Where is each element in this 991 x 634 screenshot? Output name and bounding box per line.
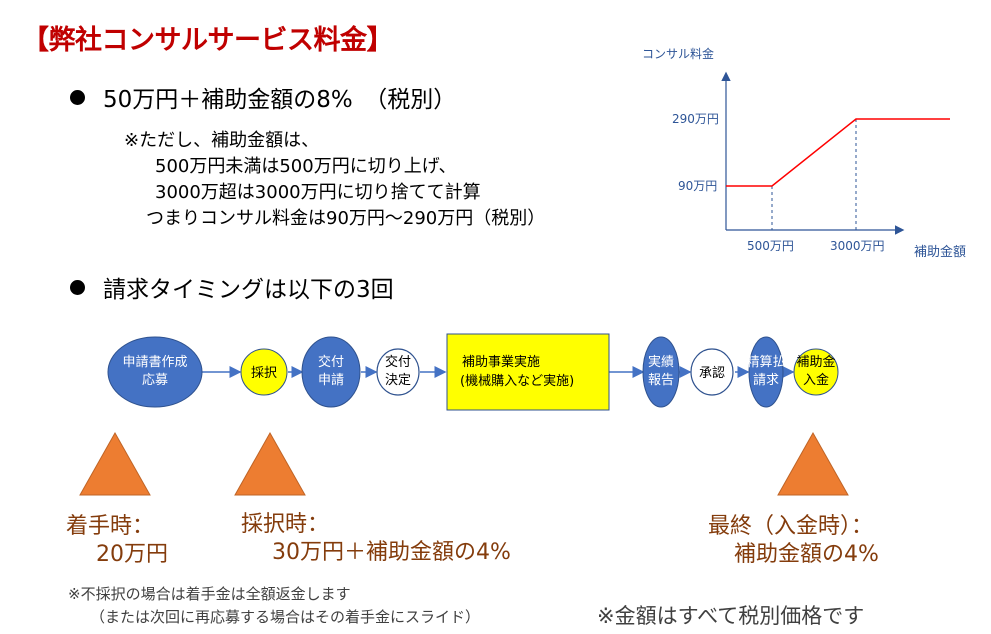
payment-third-label: 最終（入金時）： <box>708 514 874 539</box>
flow-step-approval: 承認 <box>690 348 734 396</box>
flow-step-report-line2: 報告 <box>648 373 674 388</box>
chart-ylabel: コンサル料金 <box>642 46 714 61</box>
chart-ytick-290: 290万円 <box>672 112 719 126</box>
payment-second-amount: 30万円＋補助金額の4% <box>272 540 511 565</box>
triangle-marker-icon <box>777 431 849 496</box>
flow-step-payment-line1: 補助金 <box>796 354 835 370</box>
flow-step-application-line2: 応募 <box>142 373 168 388</box>
flow-step-grant-decision-line1: 交付 <box>385 354 411 370</box>
chart-xtick-500: 500万円 <box>747 239 794 253</box>
flow-step-grant-application-line1: 交付 <box>318 354 344 370</box>
bullet-fee: 50万円＋補助金額の8% （税別） <box>70 80 456 114</box>
chart-fee-line <box>726 118 950 187</box>
flow-step-adoption-label: 採択 <box>251 366 277 381</box>
payment-second-label: 採択時： <box>241 512 330 537</box>
bullet-fee-text: 50万円＋補助金額の8% （税別） <box>103 87 457 113</box>
bullet-timing: 請求タイミングは以下の3回 <box>70 270 394 304</box>
payment-first-label: 着手時： <box>66 514 155 539</box>
payment-third-amount: 補助金額の4% <box>734 542 879 567</box>
note-line-3: 3000万超は3000万円に切り捨てて計算 <box>155 182 481 203</box>
flow-step-report: 実績 報告 <box>642 336 680 408</box>
flow-step-grant-application-line2: 申請 <box>318 373 344 388</box>
flow-step-report-line1: 実績 <box>648 354 674 370</box>
page-title: 【弊社コンサルサービス料金】 <box>22 25 394 56</box>
flow-step-implementation-line2: (機械購入など実施) <box>460 373 574 389</box>
footnote-refund: ※不採択の場合は着手金は全額返金します <box>68 585 351 603</box>
note-line-1: ※ただし、補助金額は、 <box>124 130 320 151</box>
flow-step-implementation-line1: 補助事業実施 <box>462 354 540 370</box>
payment-first-amount: 20万円 <box>96 542 168 567</box>
flow-step-application-line1: 申請書作成 <box>122 355 187 370</box>
bullet-dot-icon <box>70 280 85 295</box>
flow-step-application: 申請書作成 応募 <box>107 336 203 408</box>
flow-step-settlement-line1: 精算払 <box>746 355 785 370</box>
footnote-tax: ※金額はすべて税別価格です <box>597 604 865 628</box>
flow-step-adoption: 採択 <box>240 348 288 396</box>
bullet-dot-icon <box>70 90 85 105</box>
triangle-marker-icon <box>79 431 151 496</box>
flow-step-grant-decision-line2: 決定 <box>385 373 411 388</box>
flow-step-settlement-line2: 請求 <box>753 373 779 388</box>
chart-xlabel: 補助金額 <box>914 244 966 260</box>
chart-ytick-90: 90万円 <box>678 179 717 193</box>
flow-step-approval-label: 承認 <box>699 365 725 381</box>
note-line-4: つまりコンサル料金は90万円～290万円（税別） <box>146 208 546 229</box>
fee-chart: コンサル料金 290万円 90万円 500万円 3000万円 補助金額 <box>642 46 966 260</box>
flow-step-settlement: 精算払 請求 <box>746 336 786 408</box>
chart-xtick-3000: 3000万円 <box>830 239 885 253</box>
flow-step-grant-decision: 交付 決定 <box>376 348 420 396</box>
bullet-timing-text: 請求タイミングは以下の3回 <box>103 277 394 303</box>
flow-step-implementation: 補助事業実施 (機械購入など実施) <box>446 333 610 411</box>
note-line-2: 500万円未満は500万円に切り上げ、 <box>155 156 457 177</box>
flow-step-payment-line2: 入金 <box>803 372 829 388</box>
flow-step-grant-application: 交付 申請 <box>301 336 361 408</box>
flow-step-payment: 補助金 入金 <box>793 348 839 396</box>
footnote-slide: （または次回に再応募する場合はその着手金にスライド） <box>90 608 481 626</box>
triangle-marker-icon <box>234 431 306 496</box>
